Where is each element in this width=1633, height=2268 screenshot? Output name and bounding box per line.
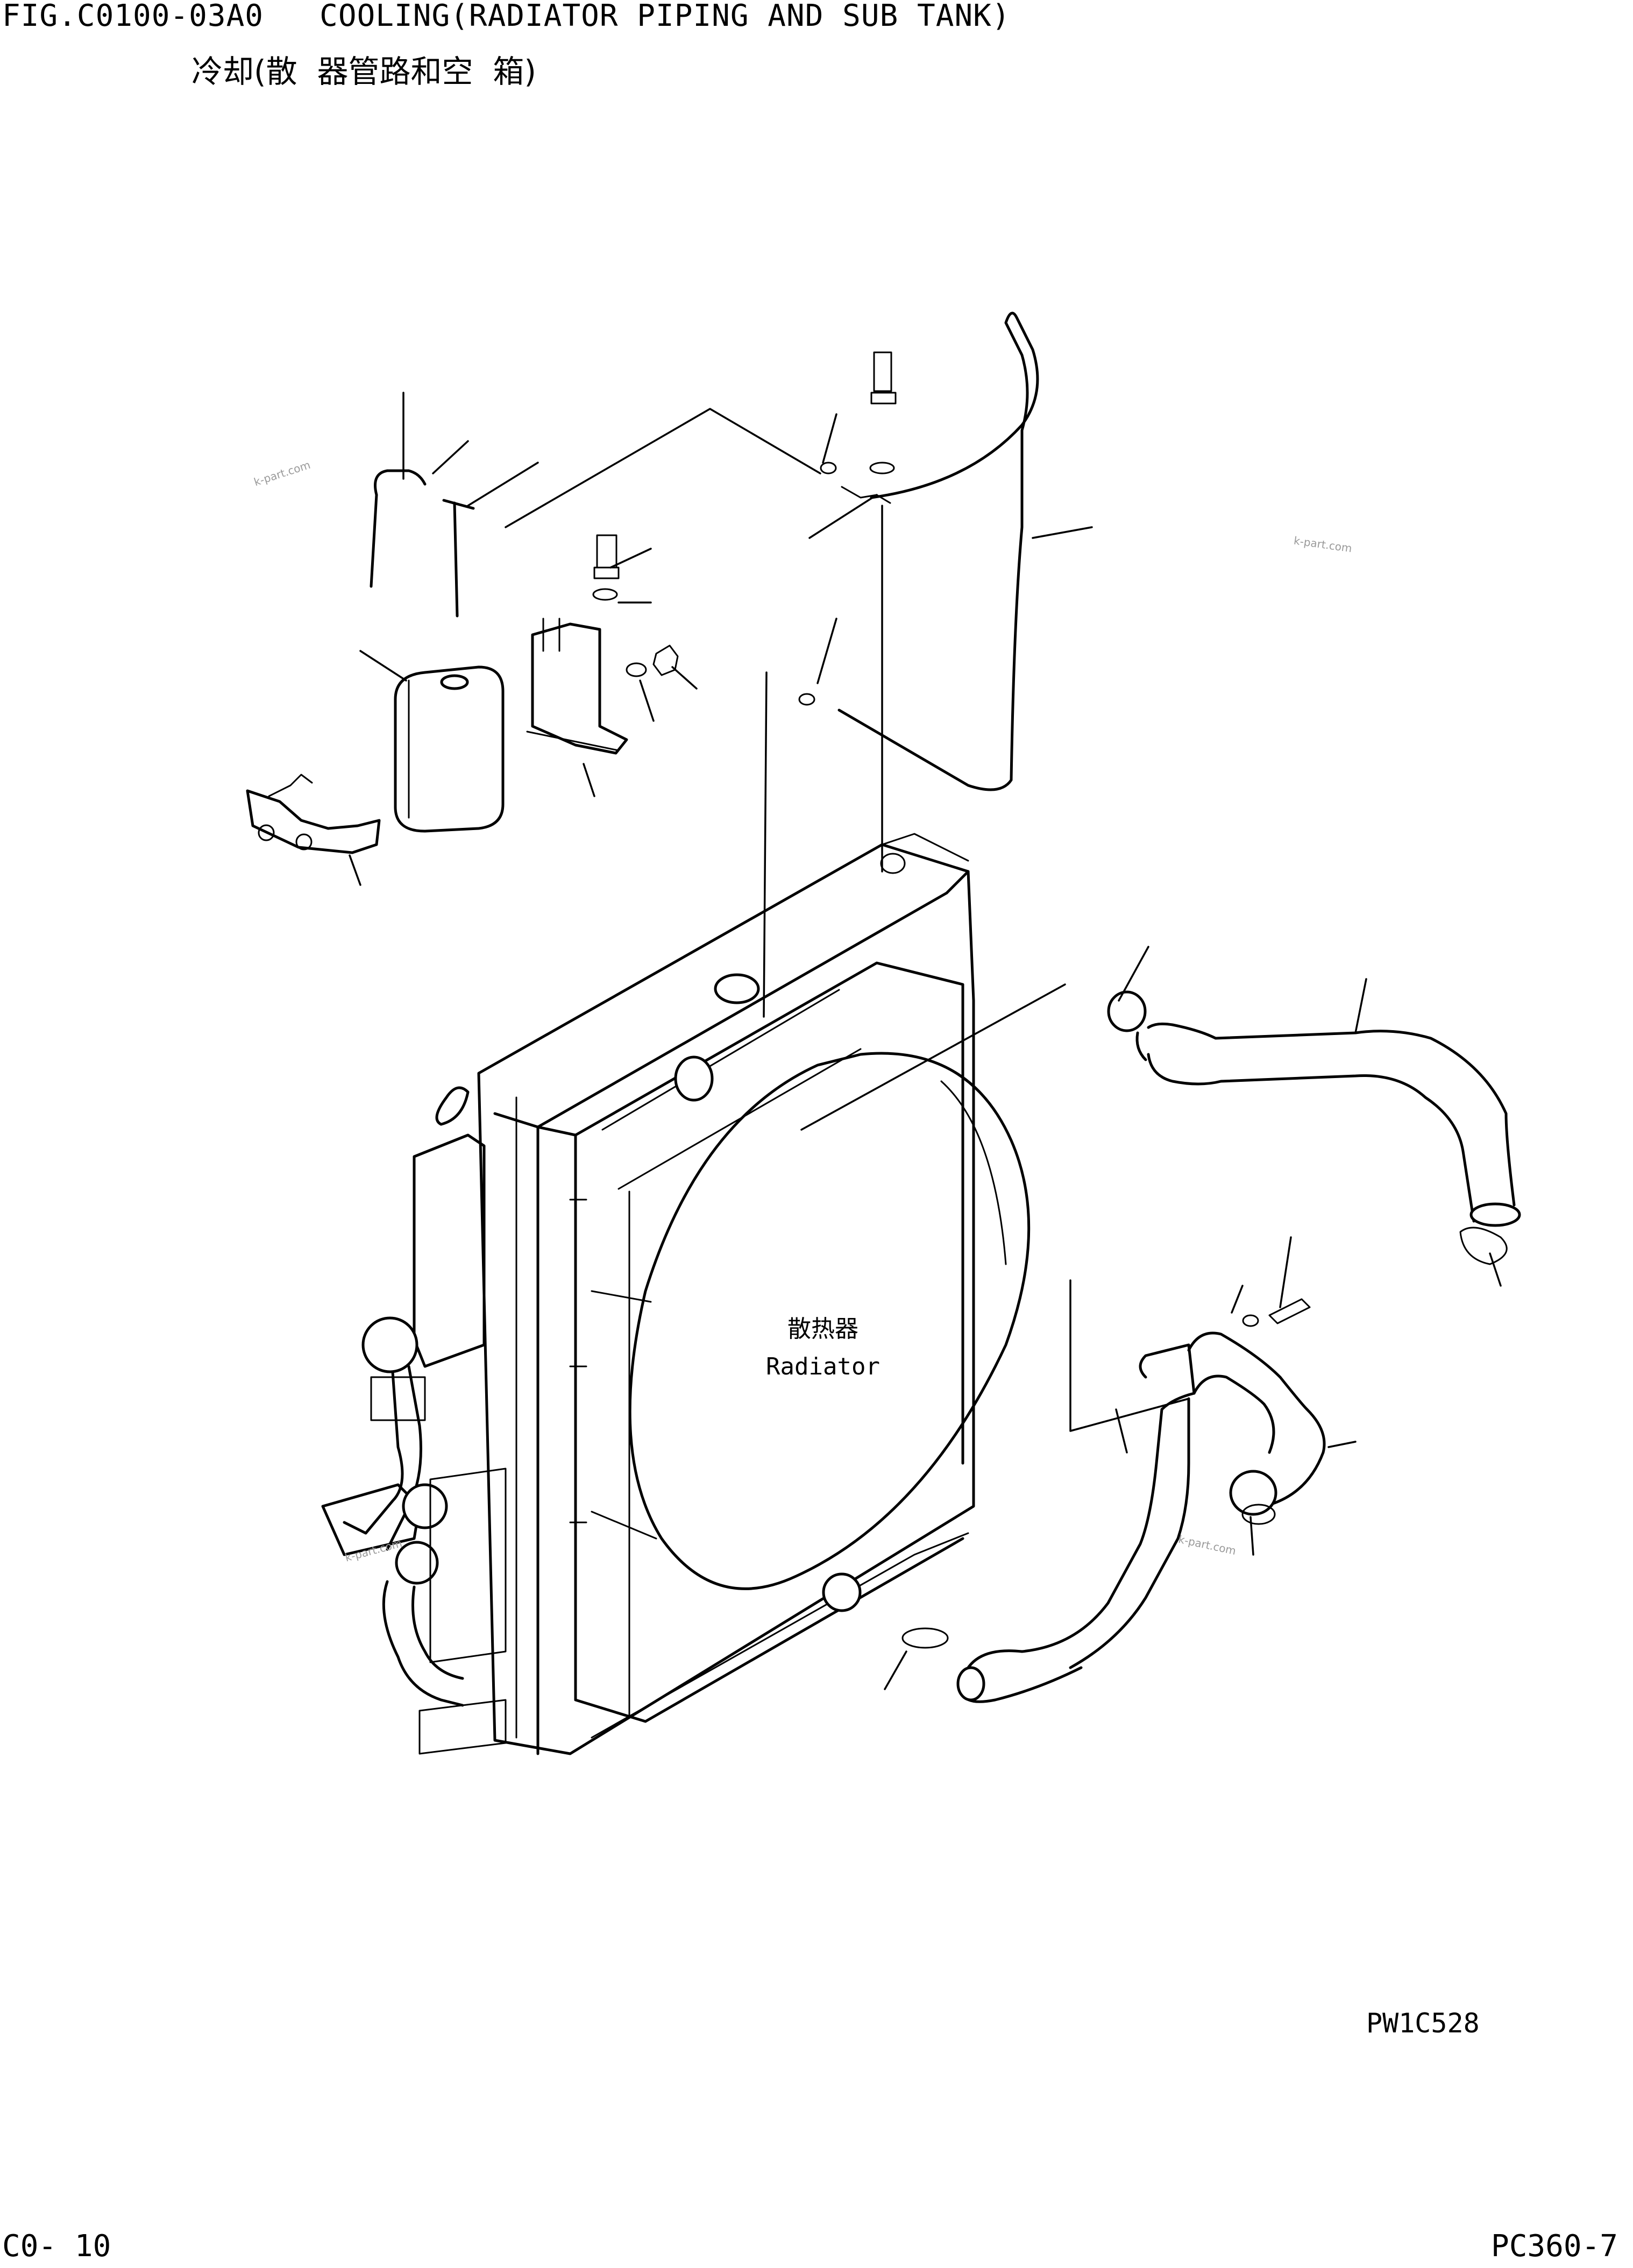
radiator-assembly xyxy=(477,833,975,1755)
callout-leader-lines xyxy=(349,392,1502,1690)
tank-hoses-and-bolts xyxy=(370,469,679,677)
upper-right-hose xyxy=(1107,990,1521,1265)
fan-shroud-ring xyxy=(628,1052,1031,1590)
tank-bracket xyxy=(526,618,628,755)
sub-tank xyxy=(394,665,505,833)
drawing-code: PW1C528 xyxy=(1366,2008,1480,2039)
figure-title-chinese: 冷却(散 器管路和空 箱) xyxy=(191,53,537,90)
machine-model: PC360-7 xyxy=(1491,2229,1618,2264)
radiator-label-chinese: 散热器 xyxy=(787,1315,858,1343)
lower-tank-bracket xyxy=(246,774,381,854)
left-side-piping xyxy=(321,1086,507,1755)
upper-long-hose xyxy=(798,311,1039,791)
lower-right-hose xyxy=(901,1298,1326,1703)
figure-title: FIG.C0100-03A0 COOLING(RADIATOR PIPING A… xyxy=(2,0,1011,33)
page-number: C0- 10 xyxy=(2,2229,111,2264)
radiator-label: Radiator xyxy=(766,1353,880,1380)
